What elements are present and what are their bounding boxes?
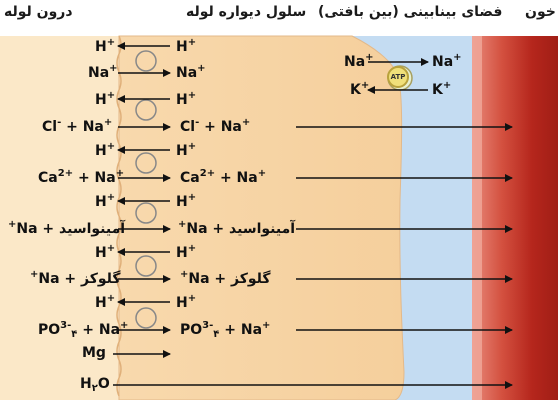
- header-cell: سلول دیواره لوله: [186, 4, 307, 20]
- cell-label: H+: [176, 243, 197, 261]
- lumen-label: H+: [95, 243, 116, 261]
- cell-label: PO3-۴ + Na+: [180, 320, 271, 340]
- lumen-label: آمینواسید + Na+: [8, 219, 126, 237]
- lumen-label: H+: [95, 192, 116, 210]
- vessel-wall: [472, 36, 482, 400]
- pump-k-in: K+: [350, 80, 370, 98]
- lumen-label: Na+: [88, 63, 118, 81]
- membrane-arrows: [113, 42, 513, 389]
- cell-label: H+: [176, 37, 197, 55]
- lumen-label: Mg: [82, 345, 106, 361]
- lumen-label: H+: [95, 90, 116, 108]
- pump-na-in: Na+: [344, 52, 374, 70]
- lumen-label: H+: [95, 141, 116, 159]
- atp-badge: ATP: [387, 66, 409, 88]
- cell-label: Cl- + Na+: [180, 117, 251, 135]
- lumen-label: PO3-۴ + Na+: [38, 320, 129, 340]
- lumen-region: [0, 36, 120, 400]
- cell-label: Na+: [176, 63, 206, 81]
- cell-label: H+: [176, 90, 197, 108]
- lumen-label: Cl- + Na+: [42, 117, 113, 135]
- lumen-label: Ca2+ + Na+: [38, 168, 125, 186]
- cell-label: H+: [176, 141, 197, 159]
- pump-k-out: K+: [432, 80, 452, 98]
- blood-vessel: [472, 36, 558, 400]
- header-blood: خون: [525, 4, 556, 20]
- lumen-label: گلوکز + Na+: [30, 269, 121, 287]
- cell-label: H+: [176, 192, 197, 210]
- header-lumen: درون لوله: [4, 4, 73, 20]
- header-interstitial: فضای بینابینی (بین بافتی): [318, 4, 503, 20]
- cell-label: H+: [176, 293, 197, 311]
- lumen-label: H۲O: [80, 376, 110, 394]
- cell-label: گلوکز + Na+: [180, 269, 271, 287]
- cell-label: Ca2+ + Na+: [180, 168, 267, 186]
- pump-na-out: Na+: [432, 52, 462, 70]
- lumen-label: H+: [95, 37, 116, 55]
- lumen-label: H+: [95, 293, 116, 311]
- cell-label: آمینواسید + Na+: [178, 219, 296, 237]
